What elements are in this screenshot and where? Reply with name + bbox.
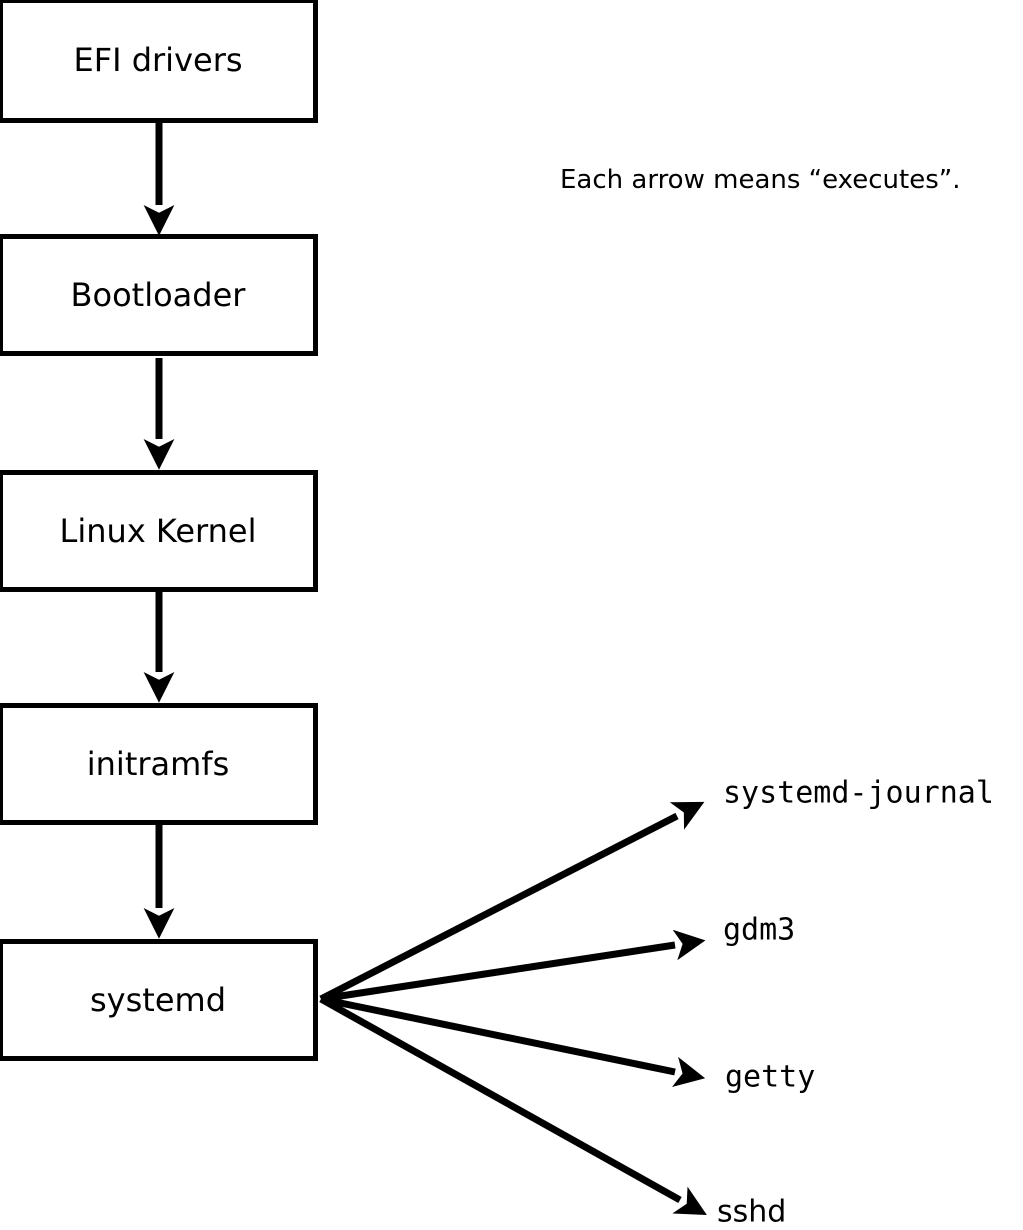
label-sshd: sshd (717, 1194, 787, 1230)
arrow-legend-note: Each arrow means “executes”. (560, 165, 961, 195)
box-systemd-label: systemd (90, 980, 226, 1019)
box-bootloader-label: Bootloader (70, 275, 246, 314)
label-systemd-journal: systemd-journal (723, 775, 994, 811)
box-systemd: systemd (0, 939, 318, 1061)
label-getty: getty (725, 1059, 816, 1095)
label-gdm3: gdm3 (723, 912, 796, 948)
box-initramfs-label: initramfs (86, 744, 230, 783)
box-bootloader: Bootloader (0, 234, 318, 356)
arrow-systemd-to-systemd-journal (319, 801, 705, 1003)
arrow-systemd-to-getty (320, 995, 706, 1088)
box-initramfs: initramfs (0, 703, 318, 825)
arrow-systemd-to-gdm3 (320, 929, 706, 1003)
box-linux-kernel: Linux Kernel (0, 470, 318, 592)
box-efi-drivers: EFI drivers (0, 0, 318, 123)
box-linux-kernel-label: Linux Kernel (59, 511, 257, 550)
arrow-systemd-to-sshd (319, 995, 707, 1216)
box-efi-drivers-label: EFI drivers (73, 41, 243, 80)
